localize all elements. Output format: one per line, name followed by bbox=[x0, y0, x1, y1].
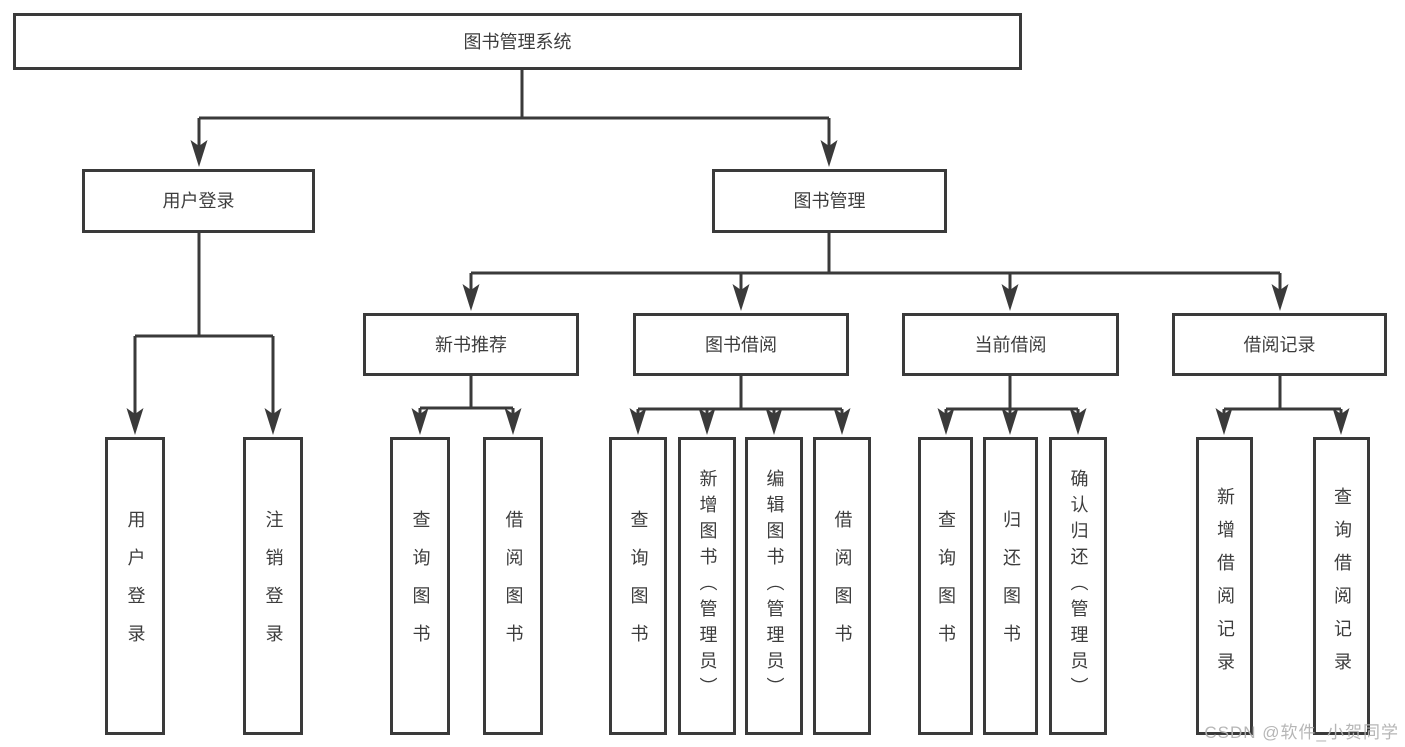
leaf-return-books: 归还图书 bbox=[983, 437, 1038, 735]
node-label: 查询借阅记录 bbox=[1332, 487, 1352, 685]
leaf-user-login: 用户登录 bbox=[105, 437, 165, 735]
node-label: 图书管理 bbox=[793, 191, 866, 211]
arrowhead-icon bbox=[698, 408, 716, 435]
leaf-query-books-current: 查询图书 bbox=[918, 437, 973, 735]
arrowhead-icon bbox=[1001, 408, 1019, 435]
node-label: 借阅图书 bbox=[832, 510, 853, 662]
arrowhead-icon bbox=[1271, 284, 1289, 311]
node-label: 图书管理系统 bbox=[463, 31, 572, 52]
leaf-logout-login: 注销登录 bbox=[243, 437, 303, 735]
node-label: 查询图书 bbox=[628, 510, 649, 662]
arrowheads bbox=[126, 140, 1350, 435]
leaf-add-borrow-record: 新增借阅记录 bbox=[1196, 437, 1253, 735]
arrowhead-icon bbox=[820, 140, 838, 167]
node-label: 注销登录 bbox=[263, 510, 284, 662]
leaf-edit-books-admin: 编辑图书（管理员） bbox=[745, 437, 803, 735]
leaf-query-books-recommend: 查询图书 bbox=[390, 437, 450, 735]
node-label: 借阅图书 bbox=[503, 510, 524, 662]
node-label: 归还图书 bbox=[1001, 510, 1021, 662]
node-label: 用户登录 bbox=[162, 191, 235, 211]
node-label: 查询图书 bbox=[410, 510, 431, 662]
leaf-borrow-books-recommend: 借阅图书 bbox=[483, 437, 543, 735]
node-label: 用户登录 bbox=[125, 510, 146, 662]
arrowhead-icon bbox=[1332, 408, 1350, 435]
node-label: 新增借阅记录 bbox=[1215, 487, 1235, 685]
node-new-book-recommend: 新书推荐 bbox=[363, 313, 579, 376]
node-user-login: 用户登录 bbox=[82, 169, 315, 233]
leaf-query-borrow-record: 查询借阅记录 bbox=[1313, 437, 1370, 735]
arrowhead-icon bbox=[629, 408, 647, 435]
arrowhead-icon bbox=[504, 408, 522, 435]
arrowhead-icon bbox=[833, 408, 851, 435]
arrowhead-icon bbox=[126, 408, 144, 435]
node-label: 查询图书 bbox=[936, 510, 956, 662]
arrowhead-icon bbox=[732, 284, 750, 311]
node-label: 借阅记录 bbox=[1243, 334, 1316, 355]
connector-paths bbox=[133, 70, 1343, 430]
arrowhead-icon bbox=[765, 408, 783, 435]
node-label: 新增图书（管理员） bbox=[697, 469, 718, 703]
leaf-add-books-admin: 新增图书（管理员） bbox=[678, 437, 736, 735]
leaf-borrow-books-borrowing: 借阅图书 bbox=[813, 437, 871, 735]
node-current-borrowing: 当前借阅 bbox=[902, 313, 1119, 376]
node-root-system: 图书管理系统 bbox=[13, 13, 1022, 70]
arrowhead-icon bbox=[1215, 408, 1233, 435]
leaf-confirm-return-admin: 确认归还（管理员） bbox=[1049, 437, 1107, 735]
arrowhead-icon bbox=[937, 408, 955, 435]
node-label: 当前借阅 bbox=[974, 334, 1047, 355]
arrowhead-icon bbox=[411, 408, 429, 435]
arrowhead-icon bbox=[264, 408, 282, 435]
arrowhead-icon bbox=[1001, 284, 1019, 311]
node-label: 确认归还（管理员） bbox=[1068, 469, 1089, 703]
arrowhead-icon bbox=[1069, 408, 1087, 435]
node-borrow-records: 借阅记录 bbox=[1172, 313, 1387, 376]
node-book-management: 图书管理 bbox=[712, 169, 947, 233]
csdn-watermark: CSDN @软件_小贺同学 bbox=[1204, 723, 1399, 742]
node-label: 图书借阅 bbox=[705, 334, 777, 355]
node-label: 编辑图书（管理员） bbox=[764, 469, 785, 703]
arrowhead-icon bbox=[462, 284, 480, 311]
node-book-borrowing: 图书借阅 bbox=[633, 313, 849, 376]
node-label: 新书推荐 bbox=[435, 334, 507, 355]
leaf-query-books-borrowing: 查询图书 bbox=[609, 437, 667, 735]
arrowhead-icon bbox=[190, 140, 208, 167]
